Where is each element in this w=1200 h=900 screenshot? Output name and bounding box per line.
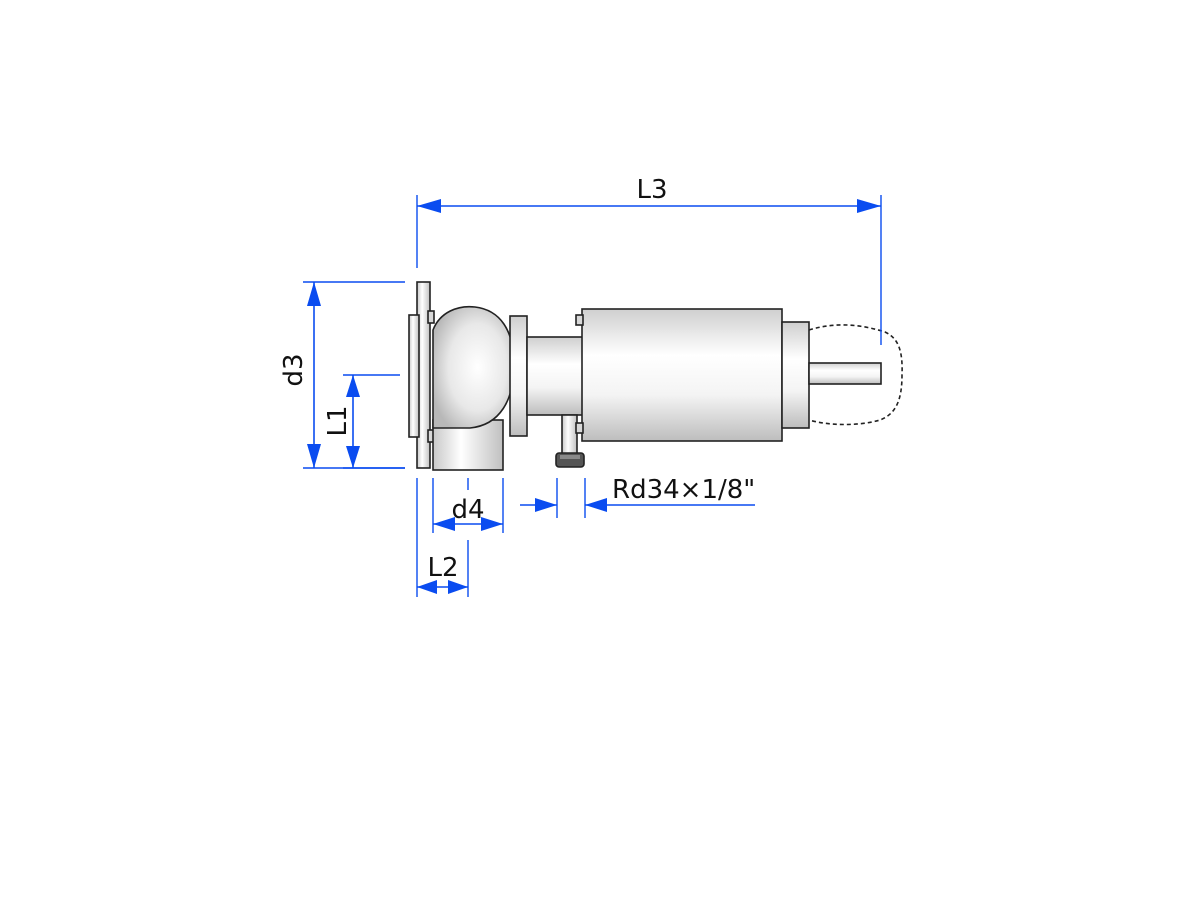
l2-label: L2 [427, 553, 458, 583]
l2-arrow-left [417, 580, 437, 594]
piston-rod [808, 362, 882, 385]
thread-arrow-right [585, 498, 607, 512]
d4-label: d4 [451, 495, 484, 525]
l3-arrow-right [857, 199, 881, 213]
l1-arrow-bottom [346, 446, 360, 468]
leakage-outlet-nut-highlight [560, 455, 580, 459]
d3-label: d3 [279, 353, 309, 386]
connecting-pipe [526, 336, 584, 416]
flange-bolt-top [427, 310, 435, 324]
d3-arrow-bottom [307, 444, 321, 468]
leakage-outlet-pipe [561, 414, 578, 456]
actuator-screw-top [575, 314, 584, 326]
thread-label: Rd34×1/8" [612, 475, 755, 505]
control-head-outline [808, 324, 903, 426]
l3-label: L3 [636, 175, 667, 205]
dimension-labels: L3 d3 L1 d4 L2 Rd34×1/8" [279, 175, 755, 583]
l1-label: L1 [323, 405, 353, 436]
flange-gasket [408, 314, 420, 438]
valve-body [408, 281, 903, 471]
actuator-housing [581, 308, 783, 442]
d4-arrow-right [481, 517, 503, 531]
clamp-ring [509, 315, 528, 437]
l2-arrow-right [448, 580, 468, 594]
d4-arrow-left [433, 517, 455, 531]
d3-arrow-top [307, 282, 321, 306]
l1-arrow-top [346, 375, 360, 397]
actuator-end-cap [781, 321, 810, 429]
elbow-sphere [432, 305, 515, 429]
actuator-screw-bottom [575, 422, 584, 434]
thread-arrow-left [535, 498, 557, 512]
l3-arrow-left [417, 199, 441, 213]
dimension-lines [303, 195, 882, 597]
